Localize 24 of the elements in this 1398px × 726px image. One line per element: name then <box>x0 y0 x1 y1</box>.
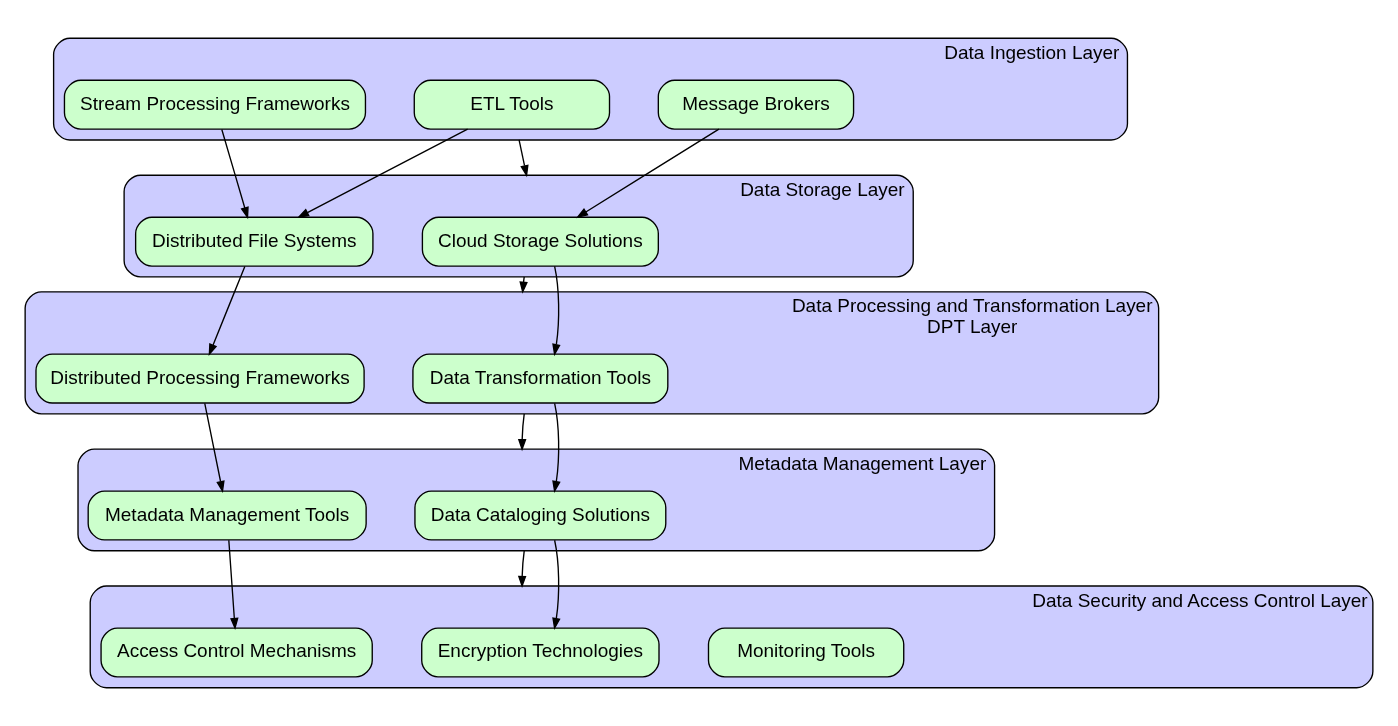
arrow <box>552 265 561 357</box>
node-box: Access Control Mechanisms <box>100 627 373 678</box>
node-box: Message Brokers <box>657 79 855 130</box>
node-box: Distributed Processing Frameworks <box>35 353 365 404</box>
arrow <box>552 539 561 631</box>
arrow <box>518 139 529 178</box>
arrow <box>517 550 527 589</box>
node-box: Stream Processing Frameworks <box>63 79 367 130</box>
node-box: ETL Tools <box>413 79 611 130</box>
node-box: Cloud Storage Solutions <box>421 216 659 267</box>
arrow <box>575 128 720 219</box>
node-box: Encryption Technologies <box>421 627 660 678</box>
node-box: Distributed File Systems <box>134 216 374 267</box>
node-box: Data Cataloging Solutions <box>414 490 667 541</box>
node-box: Data Transformation Tools <box>412 353 669 404</box>
arrow <box>517 413 527 452</box>
arrow <box>228 539 239 631</box>
arrow <box>221 128 249 220</box>
arrow <box>204 402 225 494</box>
node-box: Metadata Management Tools <box>87 490 367 541</box>
arrow <box>519 276 528 294</box>
arrow <box>297 128 469 219</box>
node-box: Monitoring Tools <box>707 627 905 678</box>
arrow <box>552 402 561 494</box>
